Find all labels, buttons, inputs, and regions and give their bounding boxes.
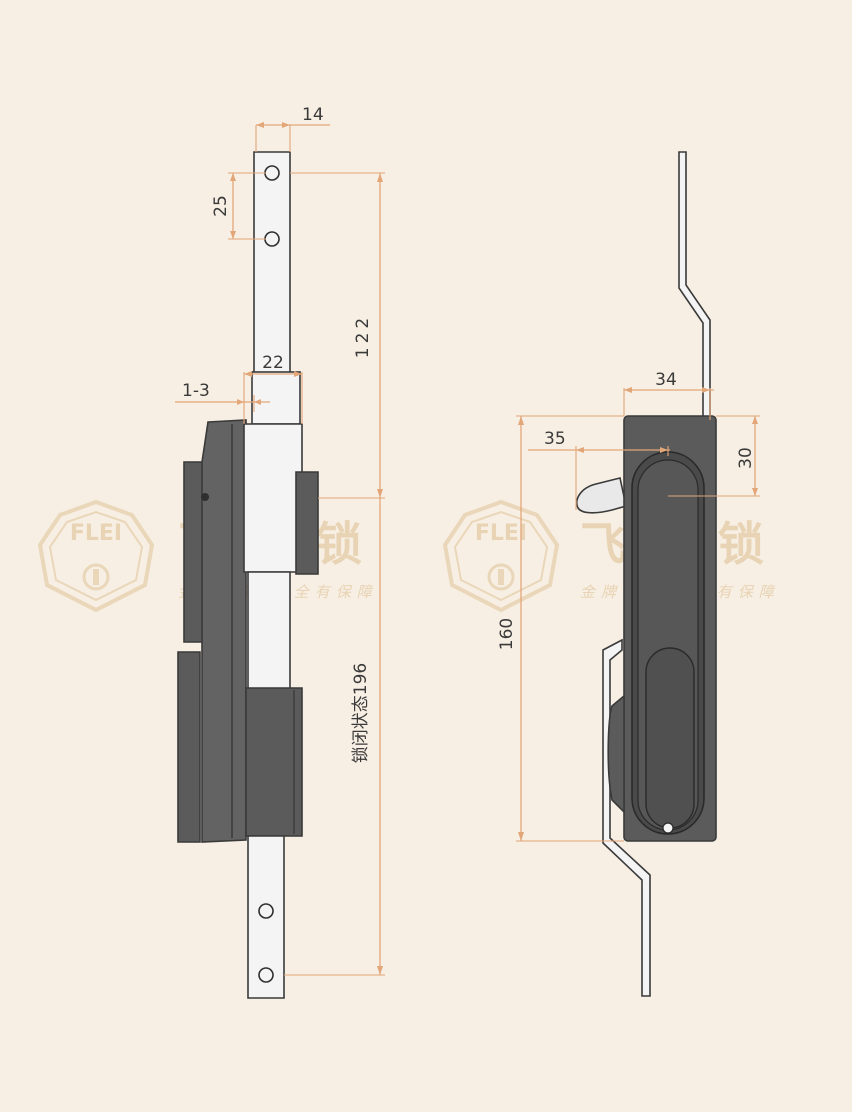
dim-panel-thickness: 1-3 xyxy=(182,381,210,401)
watermark-logo-text: FLEI xyxy=(70,521,122,546)
side-view xyxy=(177,151,319,999)
side-body-back-lower xyxy=(177,651,201,843)
dim-closed-length: 锁闭状态196 xyxy=(351,663,371,763)
side-cam xyxy=(295,471,319,575)
dim-top-offset: 30 xyxy=(736,447,756,469)
front-view-dimensions: 34 35 30 160 xyxy=(497,370,760,842)
side-body-main xyxy=(201,419,247,843)
dim-front-height: 160 xyxy=(497,618,517,650)
dim-hole-spacing: 25 xyxy=(211,195,231,217)
front-cam-latch xyxy=(576,477,627,514)
front-handle-grip xyxy=(645,647,695,829)
dim-width-top: 14 xyxy=(302,105,324,125)
watermark-logo-text: FLEI xyxy=(475,521,527,546)
front-view xyxy=(576,151,717,997)
front-upper-rod xyxy=(678,151,711,421)
side-view-dimensions: 14 25 22 1-3 122 锁闭状态196 xyxy=(175,105,385,976)
rod-hole-icon xyxy=(264,231,280,247)
rod-hole-icon xyxy=(258,967,274,983)
side-guide-block xyxy=(243,423,303,573)
rod-hole-icon xyxy=(264,165,280,181)
dim-upper-length: 122 xyxy=(353,314,373,358)
front-lower-rod xyxy=(602,638,651,997)
watermark-right: FLEI 飞雷柜锁 金牌品质 安全有保障 xyxy=(442,499,774,613)
keyhole-icon xyxy=(662,822,674,834)
dim-bar-width: 22 xyxy=(262,353,284,373)
side-lower-housing xyxy=(245,687,303,837)
rod-hole-icon xyxy=(258,903,274,919)
dim-front-width: 34 xyxy=(655,370,677,390)
dim-cam-offset: 35 xyxy=(544,429,566,449)
